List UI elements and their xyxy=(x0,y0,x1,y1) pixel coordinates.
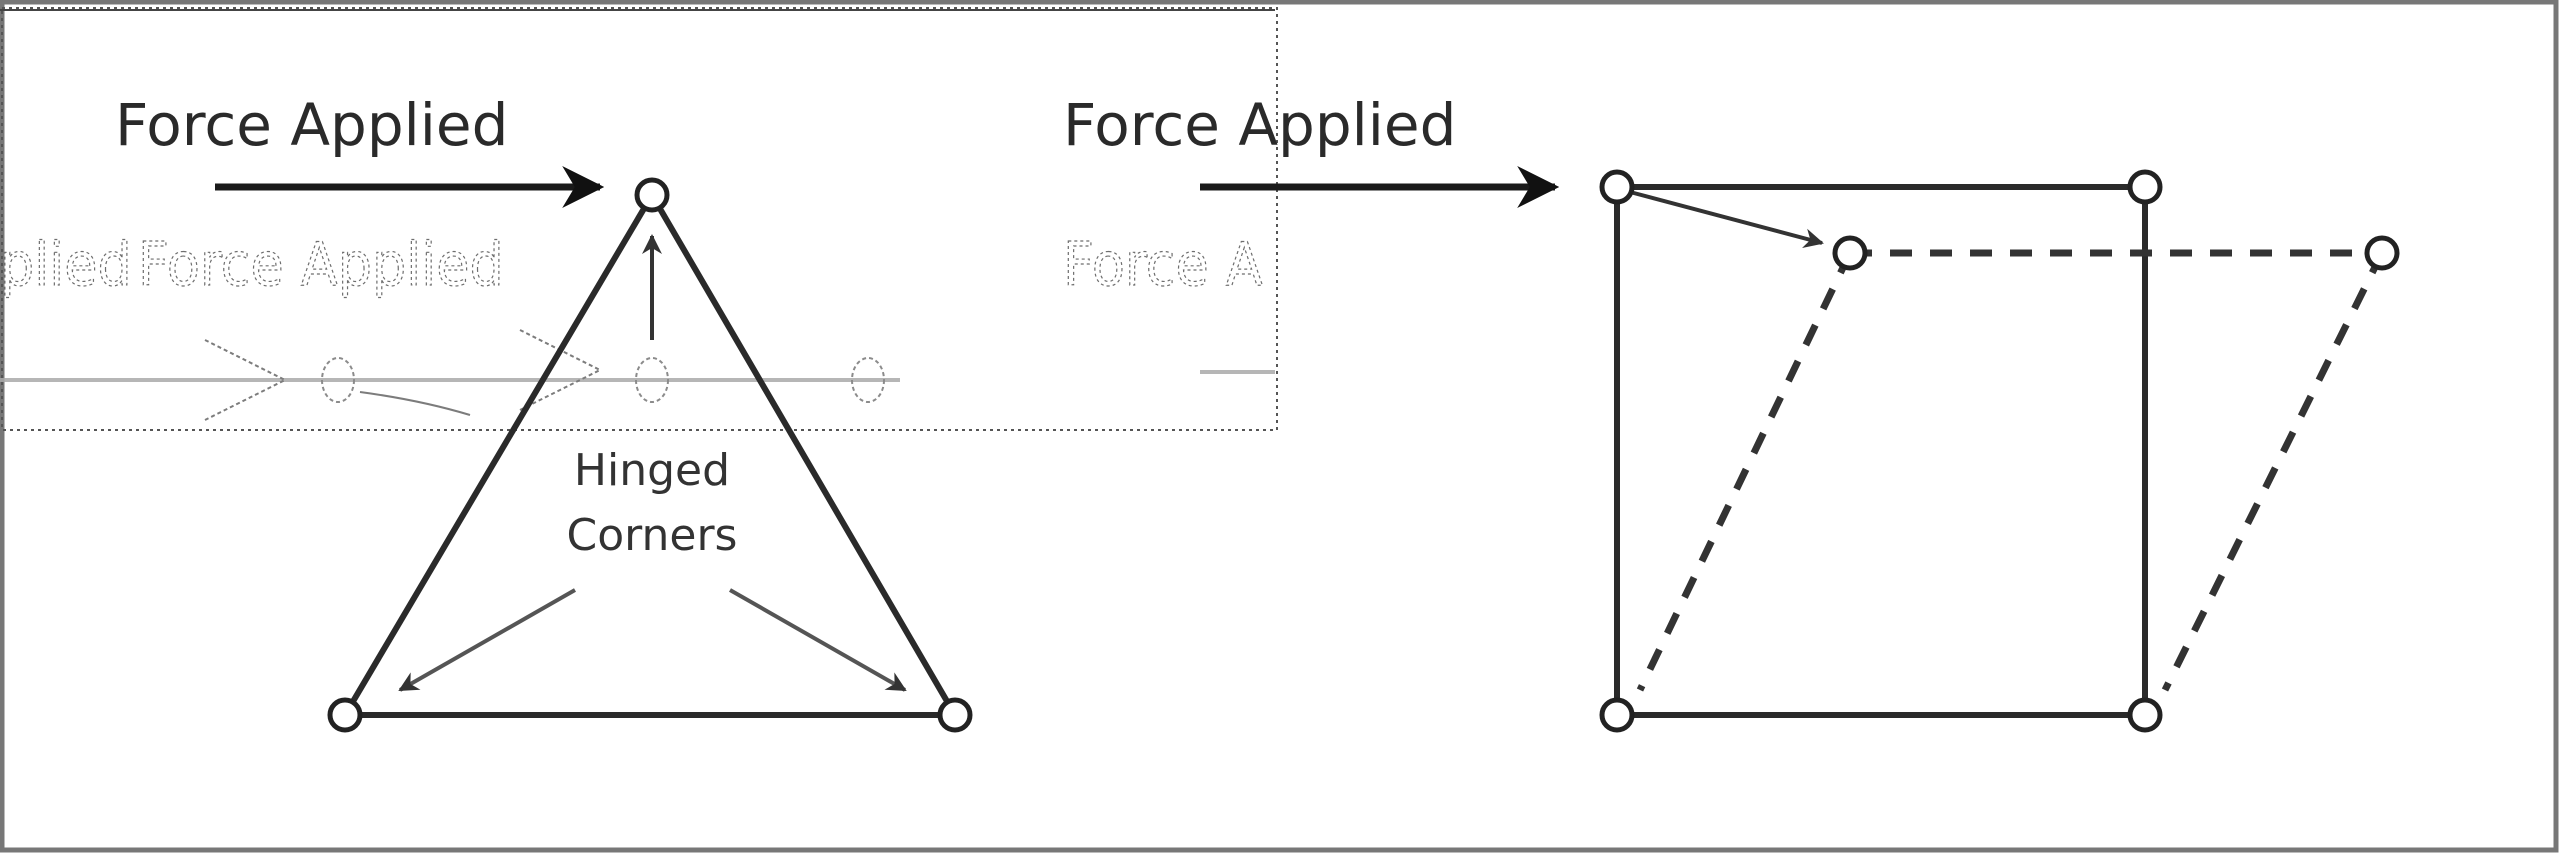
displacement-arrow xyxy=(1629,190,1824,249)
ghost-arrowhead-1 xyxy=(204,339,288,421)
ghost-node-1 xyxy=(321,357,355,403)
triangle-diagram: Force Applied Hinged Corners xyxy=(115,91,973,733)
left-force-label: Force Applied xyxy=(115,91,508,159)
hinge-pointer-left xyxy=(398,588,576,692)
ghost-node-2 xyxy=(635,357,669,403)
ghost-text-left-fragment: plied xyxy=(0,230,132,300)
square-top-left-hinge xyxy=(1599,169,1635,205)
deformed-top-left-hinge xyxy=(1832,235,1868,271)
deformed-right-dashed xyxy=(2161,251,2386,692)
triangle-right-side xyxy=(649,193,958,717)
ghost-node-3 xyxy=(851,357,885,403)
ghost-overlay-frame xyxy=(1,7,1278,431)
triangle-bottom-right-hinge xyxy=(937,697,973,733)
square-bottom-right-hinge xyxy=(2127,697,2163,733)
ghost-arrowhead-2 xyxy=(519,329,603,411)
triangle-left-side xyxy=(342,193,655,717)
ghost-overlay: plied Force Applied Force A xyxy=(0,229,1275,421)
ghost-text-main: Force Applied xyxy=(138,230,504,300)
triangle-top-hinge xyxy=(634,177,670,213)
square-diagram: Force Applied xyxy=(1063,91,2400,733)
square-bottom-left-hinge xyxy=(1599,697,1635,733)
hinge-label-line2: Corners xyxy=(567,510,738,561)
deformed-top-right-hinge xyxy=(2364,235,2400,271)
square-top-right-hinge xyxy=(2127,169,2163,205)
deformed-left-dashed xyxy=(1636,251,1854,692)
hinge-pointer-right xyxy=(729,588,907,692)
ghost-text-right-fragment: Force A xyxy=(1063,230,1263,300)
hinge-label-line1: Hinged xyxy=(574,445,730,496)
right-force-label: Force Applied xyxy=(1063,91,1456,159)
triangle-bottom-left-hinge xyxy=(327,697,363,733)
ghost-curve xyxy=(359,391,471,416)
